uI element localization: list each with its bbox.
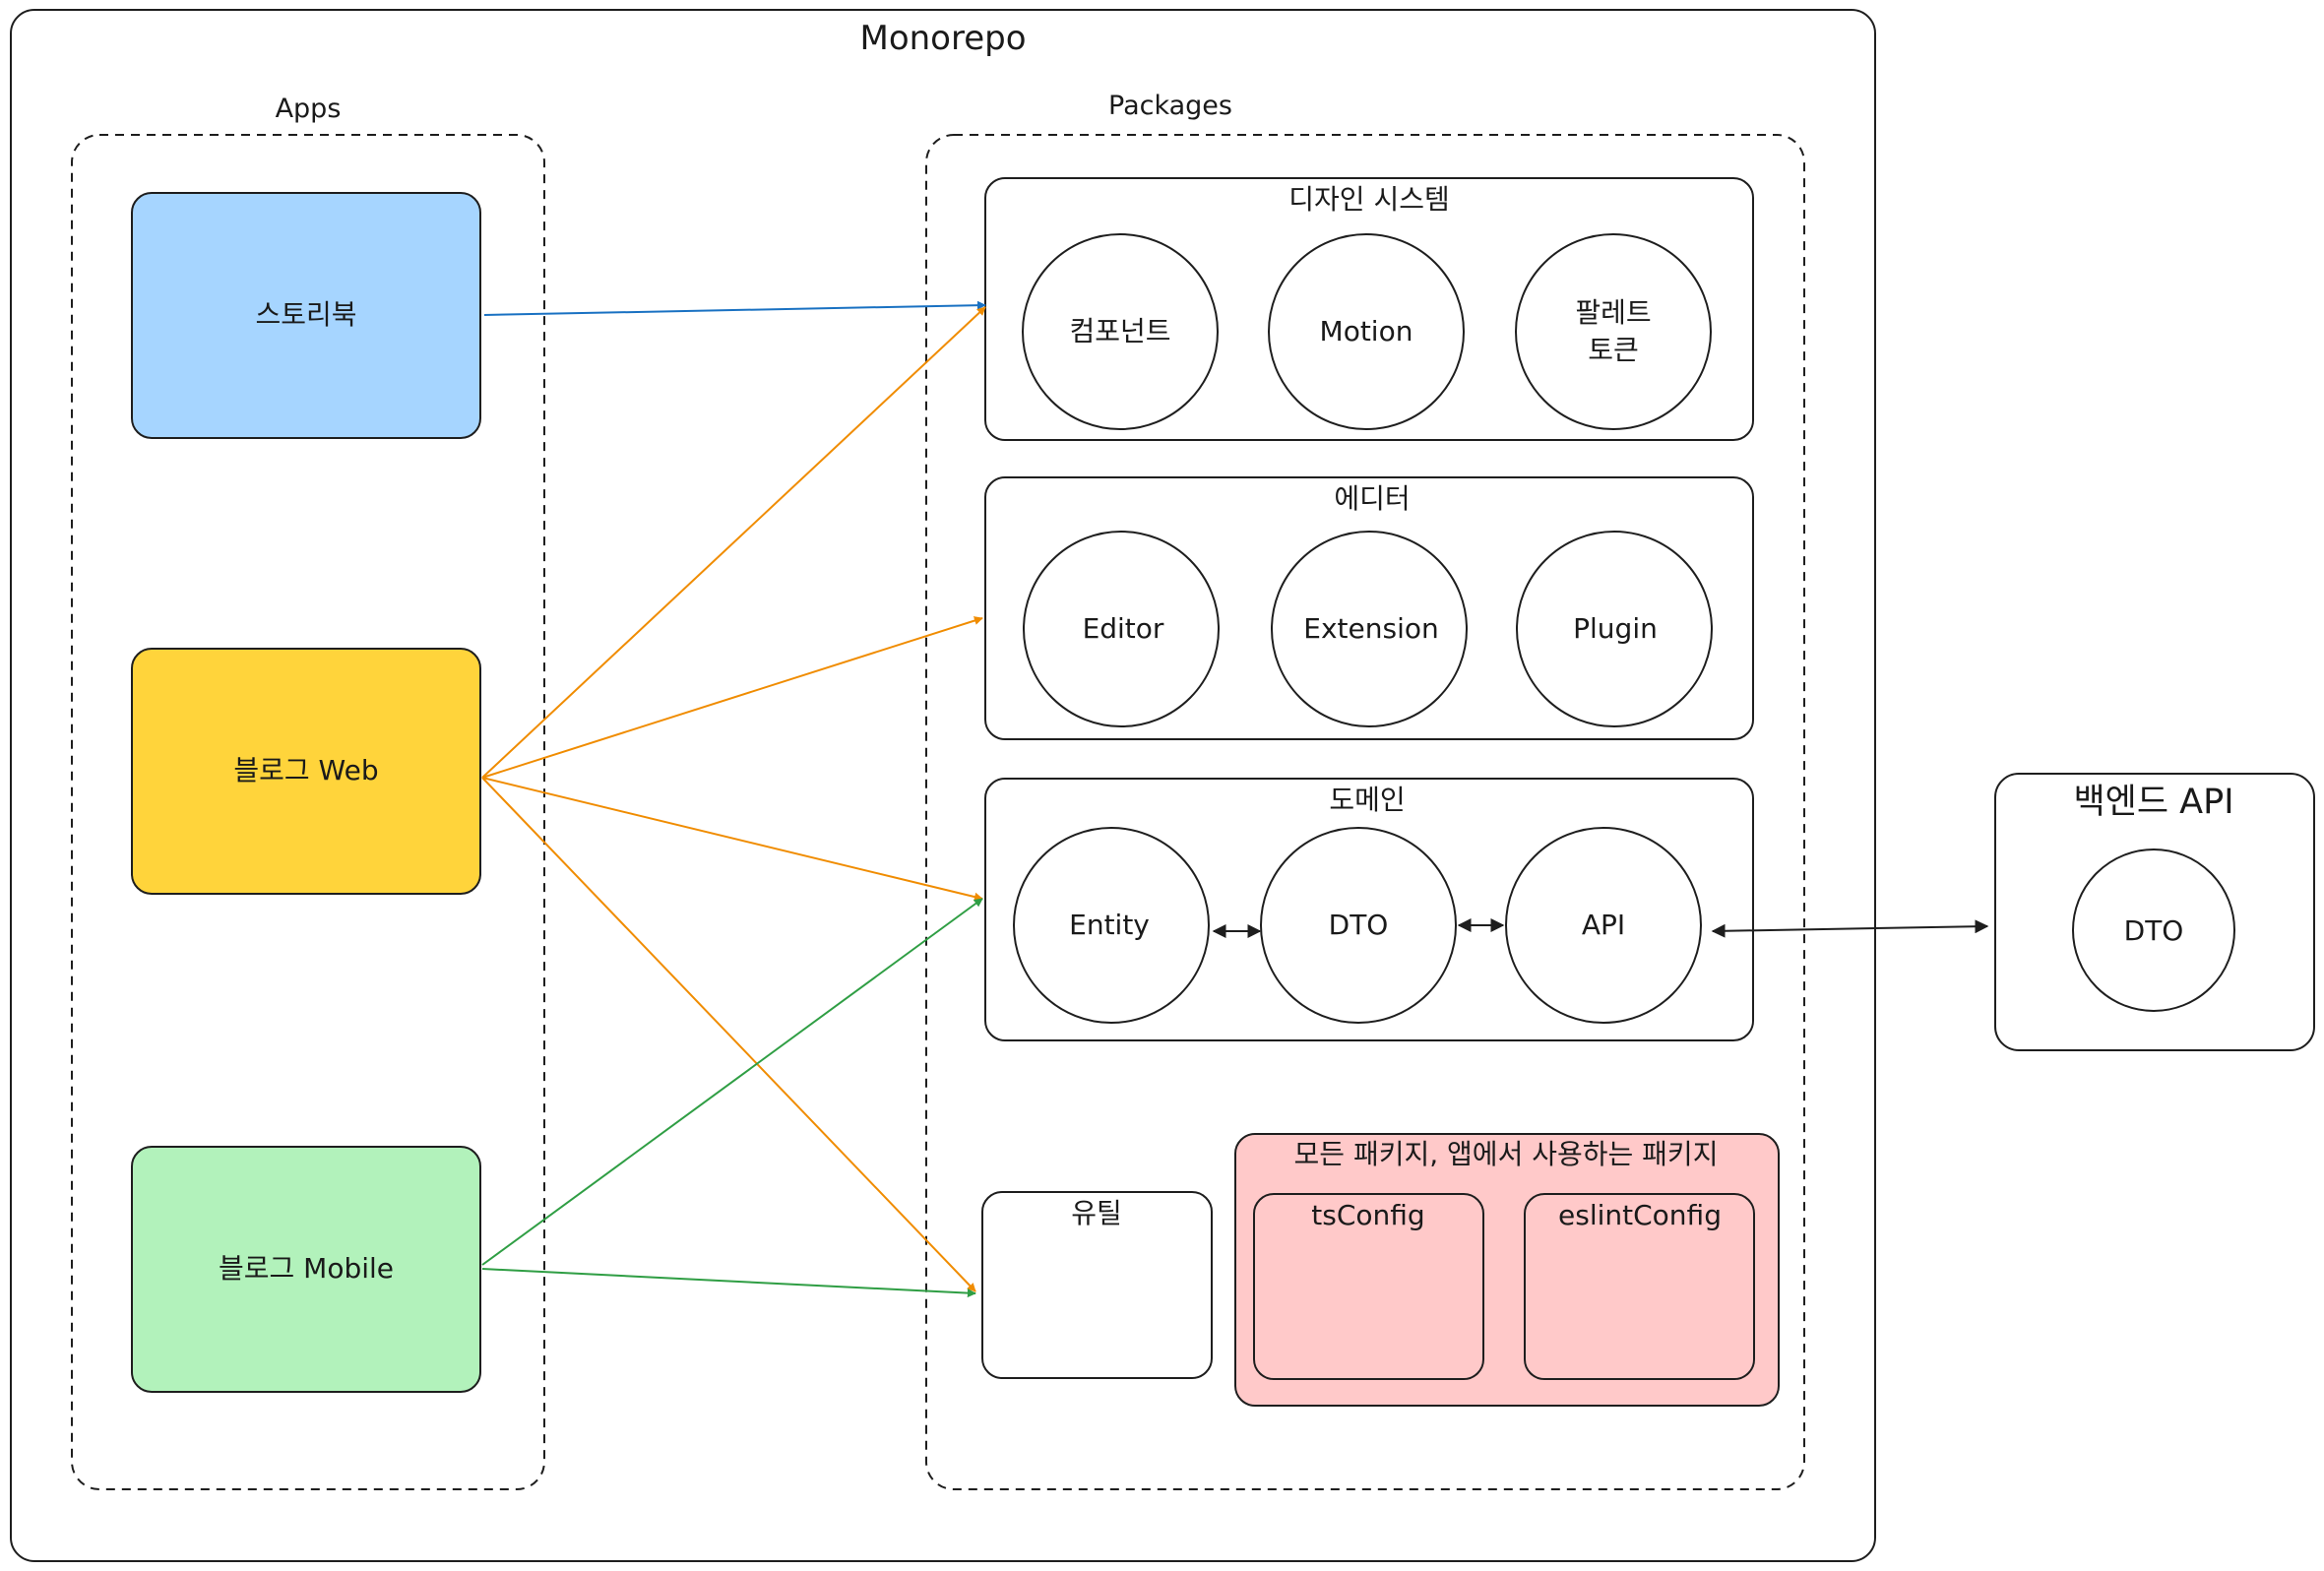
arrow-web-to-domain (481, 777, 983, 902)
extension-node (1271, 531, 1468, 727)
util-package: 유틸 (981, 1191, 1213, 1379)
backend-api-label: 백엔드 API (2073, 783, 2233, 822)
components-node (1022, 233, 1219, 430)
apps-label: Apps (276, 94, 342, 124)
editor-node (1023, 531, 1220, 727)
shared-configs-label: 모든 패키지, 앱에서 사용하는 패키지 (1294, 1138, 1719, 1170)
api-node (1505, 827, 1702, 1024)
eslintconfig-label: eslintConfig (1558, 1199, 1722, 1231)
editor-package: 에디터 Editor Extension Plugin (984, 476, 1754, 740)
backend-dto-node (2072, 848, 2235, 1012)
storybook-app: 스토리북 (131, 192, 481, 439)
tsconfig-box (1253, 1193, 1484, 1380)
blog-mobile-label: 블로그 Mobile (219, 1252, 394, 1285)
dependency-arrows (481, 300, 1989, 1298)
components-label: 컴포넌트 (1069, 315, 1170, 347)
api-label: API (1582, 909, 1625, 941)
motion-label: Motion (1320, 315, 1413, 347)
entity-node (1013, 827, 1210, 1024)
util-label: 유틸 (1071, 1197, 1122, 1229)
blog-web-app: 블로그 Web (131, 648, 481, 895)
blog-mobile-app: 블로그 Mobile (131, 1146, 481, 1393)
storybook-label: 스토리북 (255, 298, 356, 331)
palette-label-line2: 토큰 (1588, 334, 1639, 366)
backend-api: 백엔드 API DTO (1994, 773, 2315, 1051)
eslintconfig-box (1524, 1193, 1755, 1380)
shared-configs-package: 모든 패키지, 앱에서 사용하는 패키지 tsConfig eslintConf… (1234, 1133, 1780, 1407)
domain-dto-label: DTO (1329, 909, 1389, 941)
editor-package-label: 에디터 (1334, 482, 1410, 515)
entity-label: Entity (1069, 909, 1150, 941)
arrow-web-to-editor (481, 616, 983, 779)
motion-node (1268, 233, 1465, 430)
domain-package: 도메인 Entity DTO API (984, 778, 1754, 1041)
domain-label: 도메인 (1329, 784, 1405, 816)
arrow-mobile-to-util (481, 1268, 976, 1298)
arrow-storybook-to-design-system (483, 300, 986, 316)
packages-group: Packages 디자인 시스템 컴포넌트 Motion 팔레트 토큰 에디터 … (925, 91, 1805, 1490)
editor-label: Editor (1083, 612, 1164, 645)
palette-label-line1: 팔레트 (1575, 296, 1651, 329)
arrow-api-to-backend (1711, 919, 1989, 938)
palette-token-node (1515, 233, 1712, 430)
arrow-mobile-to-domain (481, 898, 983, 1266)
blog-web-label: 블로그 Web (233, 754, 378, 786)
apps-group: Apps 스토리북 블로그 Web 블로그 Mobile (71, 94, 545, 1490)
backend-dto-label: DTO (2124, 914, 2184, 947)
design-system-package: 디자인 시스템 컴포넌트 Motion 팔레트 토큰 (984, 177, 1754, 441)
plugin-node (1516, 531, 1713, 727)
arrow-web-to-design-system (481, 306, 986, 779)
arrow-web-to-util (481, 777, 976, 1292)
extension-label: Extension (1303, 612, 1438, 645)
design-system-label: 디자인 시스템 (1288, 183, 1449, 216)
packages-label: Packages (1108, 91, 1232, 121)
monorepo-title: Monorepo (859, 19, 1026, 58)
tsconfig-label: tsConfig (1311, 1199, 1424, 1231)
plugin-label: Plugin (1573, 612, 1658, 645)
